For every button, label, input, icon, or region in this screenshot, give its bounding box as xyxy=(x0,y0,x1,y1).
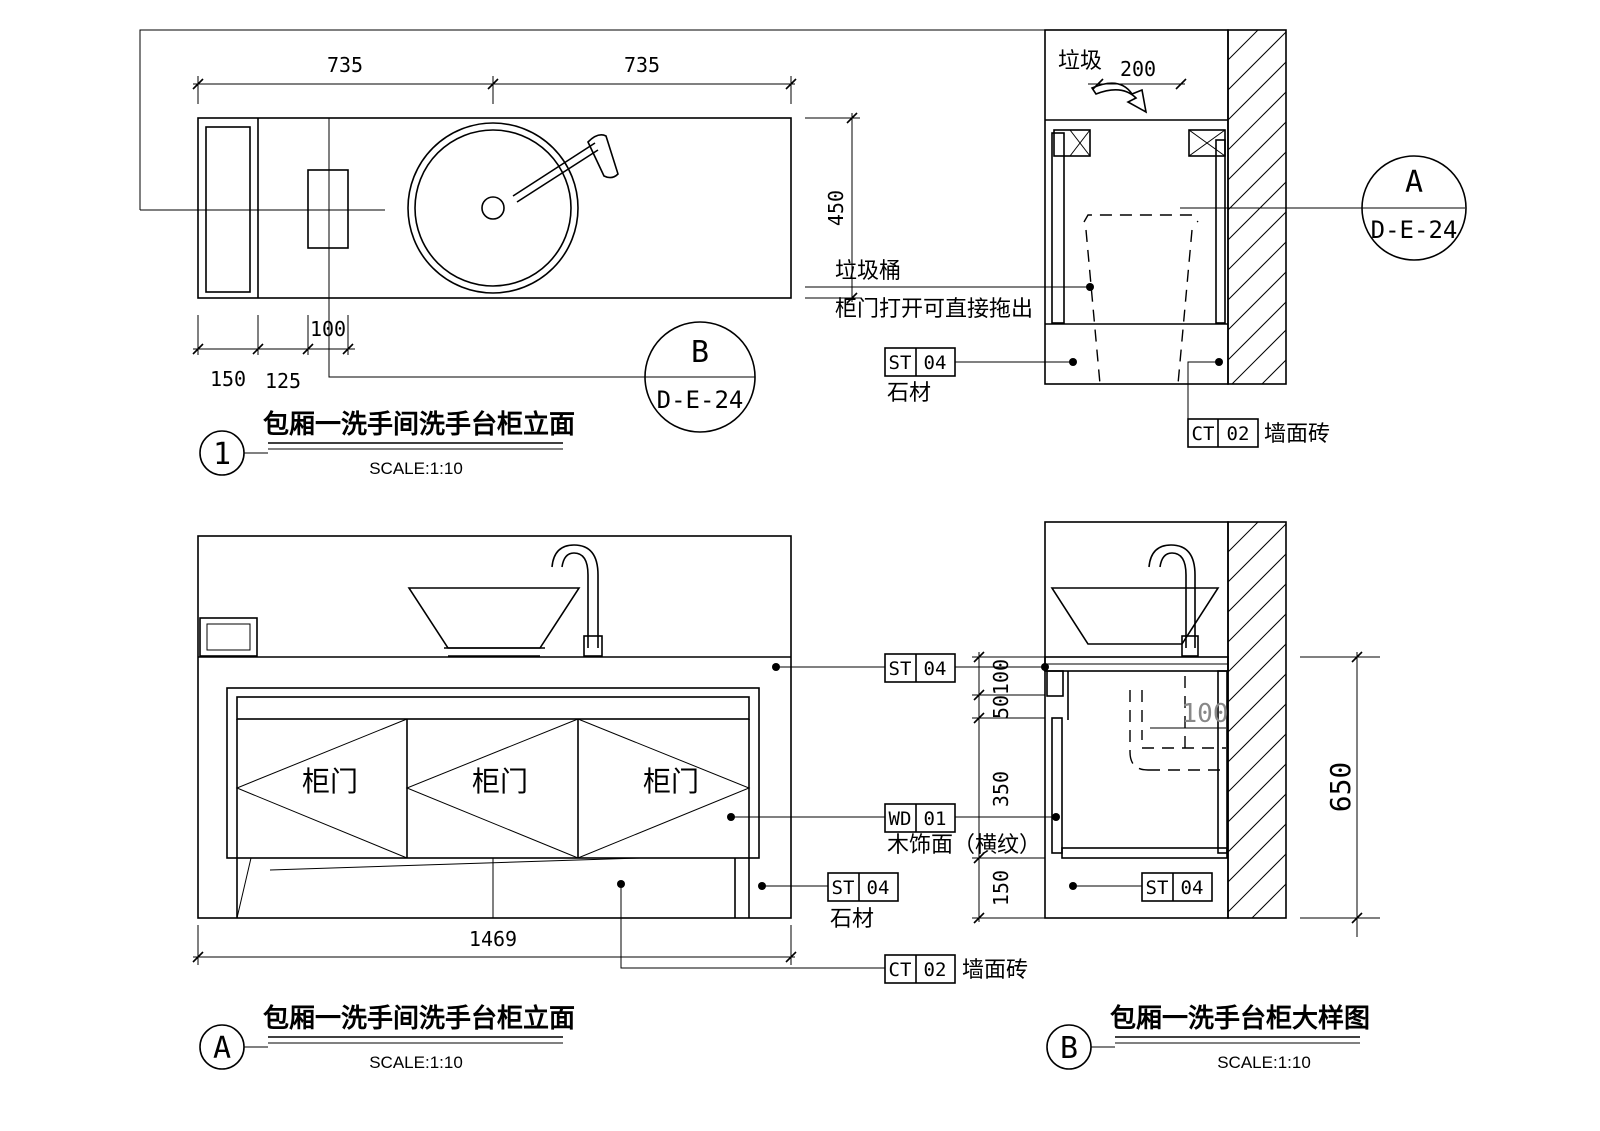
label-trash: 垃圾 xyxy=(1058,49,1102,74)
view-b-section: 100 100 50 350 150 650 ST 04 B xyxy=(972,521,1380,1072)
note-door-pull: 柜门打开可直接拖出 xyxy=(835,297,1033,322)
door-label-1: 柜门 xyxy=(302,765,358,798)
dim-b-150: 150 xyxy=(989,870,1013,906)
wall-hatch-top xyxy=(1227,29,1287,385)
section-ref-b-letter: B xyxy=(691,335,709,370)
dim-125: 125 xyxy=(265,369,301,393)
svg-text:02: 02 xyxy=(924,959,947,981)
basin-inner xyxy=(414,129,572,287)
view-b-title: 包厢一洗手台柜大样图 xyxy=(1110,1003,1370,1034)
svg-text:01: 01 xyxy=(924,808,947,830)
dim-1469: 1469 xyxy=(469,927,517,951)
view1-number: 1 xyxy=(213,437,231,472)
dim-650: 650 xyxy=(1324,762,1357,813)
basin-drain xyxy=(481,196,505,220)
section-ref-a-bubble xyxy=(1361,155,1467,261)
view-a-title: 包厢一洗手间洗手台柜立面 xyxy=(263,1003,575,1034)
door-label-3: 柜门 xyxy=(643,765,699,798)
soap-dispenser-plan xyxy=(307,169,349,249)
section-top: 垃圾 200 垃圾桶 柜门打开可直接拖出 ST 04 石材 CT 02 墙面砖 … xyxy=(805,29,1467,448)
tag-st-04-base xyxy=(827,872,899,902)
view-b-letter: B xyxy=(1060,1031,1078,1066)
svg-text:ST: ST xyxy=(832,877,855,899)
dim-b-100: 100 xyxy=(989,659,1013,695)
svg-text:04: 04 xyxy=(924,658,947,680)
svg-text:04: 04 xyxy=(1181,877,1204,899)
dim-735-a: 735 xyxy=(327,53,363,77)
section-top-frame xyxy=(1044,29,1229,385)
tissue-box-plan xyxy=(205,126,251,293)
view-a-letter: A xyxy=(213,1031,231,1066)
dim-b-350: 350 xyxy=(989,771,1013,807)
faucet-elevation xyxy=(561,552,589,648)
svg-text:CT: CT xyxy=(889,959,912,981)
svg-text:02: 02 xyxy=(1227,423,1250,445)
tag-st-desc-top: 石材 xyxy=(887,381,931,406)
dim-150: 150 xyxy=(210,367,246,391)
dim-450: 450 xyxy=(824,190,848,226)
tag-st-desc-base: 石材 xyxy=(830,907,874,932)
section-ref-a-sheet: D-E-24 xyxy=(1371,216,1458,244)
section-ref-a-letter: A xyxy=(1405,165,1423,200)
dim-100: 100 xyxy=(310,317,346,341)
dim-200: 200 xyxy=(1120,57,1156,81)
dim-735-b: 735 xyxy=(624,53,660,77)
pullout-arrow-icon xyxy=(1090,82,1148,114)
view-b-scale: SCALE:1:10 xyxy=(1217,1053,1311,1072)
tag-st-04-counter xyxy=(884,653,956,683)
view1-title: 包厢一洗手间洗手台柜立面 xyxy=(263,409,575,440)
dim-100-pipe: 100 xyxy=(1182,699,1229,729)
tag-ct-desc-bottom: 墙面砖 xyxy=(962,958,1028,983)
svg-text:ST: ST xyxy=(889,658,912,680)
view1-plan: 735 735 450 150 125 100 B D-E-24 1 包厢一洗手… xyxy=(139,29,1285,478)
section-ref-b-sheet: D-E-24 xyxy=(657,386,744,414)
tag-wd-01 xyxy=(884,803,956,833)
counter-top-plan xyxy=(197,117,792,299)
tag-ct-desc-top: 墙面砖 xyxy=(1264,422,1330,447)
dim-b-50: 50 xyxy=(989,695,1013,719)
svg-text:04: 04 xyxy=(867,877,890,899)
note-trash-bin: 垃圾桶 xyxy=(835,259,901,284)
basin-outer xyxy=(407,122,579,294)
view-a-scale: SCALE:1:10 xyxy=(369,1053,463,1072)
door-label-2: 柜门 xyxy=(472,765,528,798)
svg-text:WD: WD xyxy=(889,808,912,830)
tag-ct-02-top xyxy=(1187,418,1259,448)
svg-text:ST: ST xyxy=(1146,877,1169,899)
tag-wd-desc: 木饰面（横纹） xyxy=(887,833,1041,858)
tag-ct-02-bottom xyxy=(884,954,956,984)
svg-text:CT: CT xyxy=(1192,423,1215,445)
view1-scale: SCALE:1:10 xyxy=(369,459,463,478)
svg-text:04: 04 xyxy=(924,352,947,374)
faucet-handle-plan xyxy=(587,134,619,179)
tag-st-04-b xyxy=(1141,872,1213,902)
wall-hatch-b xyxy=(1227,521,1287,919)
svg-text:ST: ST xyxy=(889,352,912,374)
basin-elevation xyxy=(407,587,581,649)
wall-outline-a xyxy=(197,535,792,919)
view-a-elevation: 柜门 柜门 柜门 1469 ST 04 WD 01 木饰面（横纹） xyxy=(192,535,1060,1072)
